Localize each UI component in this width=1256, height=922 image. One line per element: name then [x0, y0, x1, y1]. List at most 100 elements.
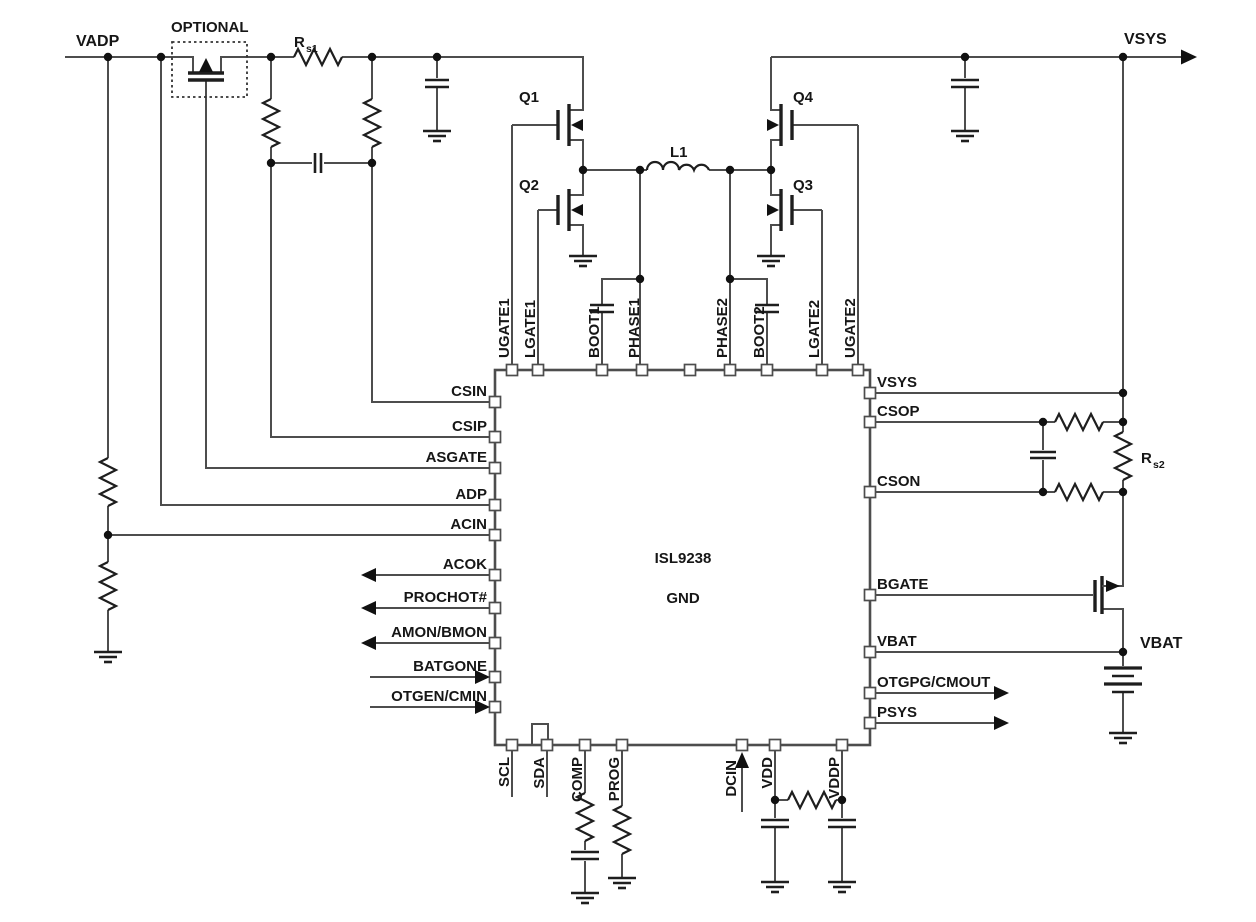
pin-label-asgate: ASGATE	[426, 449, 487, 466]
capacitor-vsys-output	[951, 78, 979, 89]
pin-label-csin: CSIN	[451, 383, 487, 400]
capacitor-comp	[571, 850, 599, 861]
pin-label-csop: CSOP	[877, 403, 920, 420]
ground-vsys-cap	[951, 129, 979, 143]
pin-label-dcin: DCIN	[723, 760, 740, 797]
mosfet-optional	[171, 41, 248, 98]
capacitor-boot1	[590, 303, 614, 314]
resistor-rs2	[1112, 431, 1134, 481]
ground-q2	[569, 254, 597, 268]
ground-battery	[1109, 731, 1137, 745]
ground-vddp-cap	[828, 880, 856, 894]
pin-label-lgate1: LGATE1	[522, 300, 539, 358]
pin-label-csip: CSIP	[452, 418, 487, 435]
mosfet-bgate	[1093, 576, 1120, 614]
ic-gnd-label: GND	[666, 590, 700, 607]
acok-out-arrow	[361, 568, 376, 582]
rs2-label: R	[1141, 450, 1152, 467]
capacitor-adapter-input	[425, 78, 449, 89]
capacitor-cs-filter-left	[313, 153, 323, 173]
resistor-rs1	[293, 46, 343, 68]
pin-label-bgate: BGATE	[877, 576, 928, 593]
pin-label-vsys: VSYS	[877, 374, 917, 391]
resistors	[97, 46, 1134, 855]
pin-label-adp: ADP	[455, 486, 487, 503]
resistor-comp	[574, 792, 596, 842]
ground-prog	[608, 876, 636, 890]
capacitors	[313, 78, 1056, 861]
pin-label-acok: ACOK	[443, 556, 487, 573]
q4-label: Q4	[793, 89, 814, 106]
resistor-cson-filter	[1054, 481, 1104, 503]
pin-label-vdd: VDD	[759, 757, 776, 789]
junction-dots	[103, 52, 1128, 805]
q2-label: Q2	[519, 177, 539, 194]
ic-body	[493, 368, 872, 747]
q3-label: Q3	[793, 177, 813, 194]
labels: VADP OPTIONAL R s1 VSYS Q1 Q2 Q4 Q3 L1 I…	[76, 19, 1183, 802]
mosfet-q2	[556, 189, 583, 231]
psys-out-arrow	[994, 716, 1009, 730]
pin-label-otgpg-cmout: OTGPG/CMOUT	[877, 674, 990, 691]
net-label-vbat: VBAT	[1140, 635, 1183, 652]
pin-label-amon-bmon: AMON/BMON	[391, 624, 487, 641]
resistor-csin-filter	[361, 98, 383, 148]
otgpg-cmout-out-arrow	[994, 686, 1009, 700]
amon-bmon-out-arrow	[361, 636, 376, 650]
pin-label-comp: COMP	[569, 757, 586, 802]
pin-label-vbat: VBAT	[877, 633, 917, 650]
pin-label-otgen-cmin: OTGEN/CMIN	[391, 688, 487, 705]
pin-label-ugate1: UGATE1	[496, 298, 513, 358]
pin-label-vddp: VDDP	[826, 757, 843, 799]
pin-label-sda: SDA	[531, 757, 548, 789]
mosfet-q1	[556, 104, 583, 146]
pin-label-prog: PROG	[606, 757, 623, 801]
pin-label-prochot: PROCHOT#	[404, 589, 488, 606]
pin-label-boot1: BOOT1	[586, 306, 603, 358]
ground-q3	[757, 254, 785, 268]
optional-label: OPTIONAL	[171, 19, 249, 36]
pin-label-acin: ACIN	[450, 516, 487, 533]
capacitor-boot2	[755, 303, 779, 314]
wires	[65, 56, 1189, 892]
battery-vbat	[1104, 652, 1142, 694]
pin-label-psys: PSYS	[877, 704, 917, 721]
net-label-vadp: VADP	[76, 33, 120, 50]
ground-comp	[571, 891, 599, 905]
ground-input-cap	[423, 129, 451, 143]
batgone-in-arrow	[475, 670, 490, 684]
ground-symbols	[94, 129, 1137, 905]
pin-label-boot2: BOOT2	[751, 306, 768, 358]
net-label-vsys: VSYS	[1124, 31, 1167, 48]
resistor-acin-divider-top	[97, 457, 119, 507]
pin-label-phase1: PHASE1	[626, 298, 643, 358]
resistor-vdd-vddp	[787, 789, 837, 811]
resistor-csop-filter	[1054, 411, 1104, 433]
pin-label-phase2: PHASE2	[714, 298, 731, 358]
rs1-label: R	[294, 34, 305, 51]
capacitor-vdd	[761, 818, 789, 829]
vsys-out-arrow	[1181, 49, 1197, 65]
pin-label-batgone: BATGONE	[413, 658, 487, 675]
rs1-subscript: s1	[306, 43, 318, 55]
mosfet-q4	[767, 104, 794, 146]
inductor-l1	[645, 160, 711, 174]
pin-label-lgate2: LGATE2	[806, 300, 823, 358]
pin-label-cson: CSON	[877, 473, 920, 490]
ground-vdd-cap	[761, 880, 789, 894]
q1-label: Q1	[519, 89, 539, 106]
prochot-out-arrow	[361, 601, 376, 615]
resistor-prog	[611, 805, 633, 855]
mosfet-q3	[767, 189, 794, 231]
rs2-subscript: s2	[1153, 459, 1165, 471]
ic-pin-pads	[488, 363, 877, 752]
capacitor-vddp	[828, 818, 856, 829]
ground-acin-divider	[94, 650, 122, 664]
capacitor-csop-cson	[1030, 450, 1056, 460]
pin-label-scl: SCL	[496, 757, 513, 787]
l1-label: L1	[670, 144, 688, 161]
resistor-csip-filter	[260, 98, 282, 148]
ic-part-number: ISL9238	[655, 550, 712, 567]
